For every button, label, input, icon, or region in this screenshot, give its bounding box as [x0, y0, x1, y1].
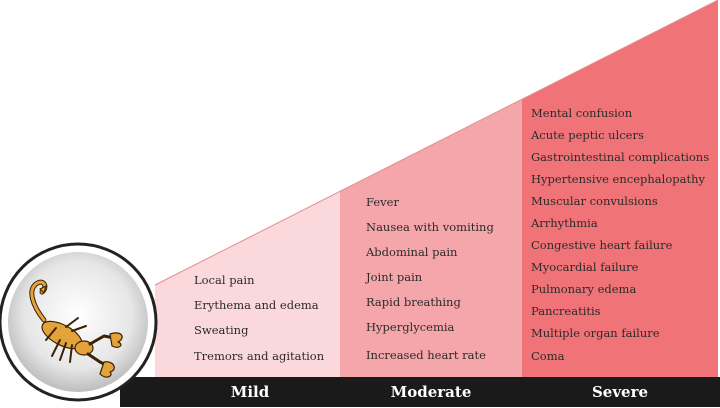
symptom-item: Hyperglycemia — [366, 320, 455, 334]
symptom-item: Abdominal pain — [366, 245, 458, 259]
scorpion-badge — [0, 242, 158, 402]
symptom-item: Myocardial failure — [531, 260, 639, 274]
symptom-item: Pancreatitis — [531, 304, 601, 318]
symptom-item: Tremors and agitation — [194, 349, 325, 363]
symptom-item: Congestive heart failure — [531, 238, 673, 252]
level-label-mild: Mild — [231, 383, 270, 401]
symptom-item: Joint pain — [366, 270, 423, 284]
symptom-item: Nausea with vomiting — [366, 220, 494, 234]
symptom-item: Acute peptic ulcers — [531, 128, 644, 142]
level-label-severe: Severe — [592, 383, 648, 401]
scorpion-icon — [29, 279, 123, 378]
symptom-item: Arrhythmia — [531, 216, 598, 230]
mild-symptom-list: Local pain Erythema and edema Sweating T… — [194, 273, 339, 370]
symptom-item: Local pain — [194, 273, 255, 287]
moderate-symptom-list: Fever Nausea with vomiting Abdominal pai… — [366, 195, 516, 367]
symptom-item: Pulmonary edema — [531, 282, 637, 296]
symptom-item: Sweating — [194, 323, 249, 337]
severe-symptom-list: Mental confusion Acute peptic ulcers Gas… — [531, 106, 718, 370]
symptom-item: Hypertensive encephalopathy — [531, 172, 705, 186]
symptom-item: Muscular convulsions — [531, 194, 658, 208]
severity-bar — [120, 377, 720, 407]
symptom-item: Multiple organ failure — [531, 326, 660, 340]
symptom-item: Mental confusion — [531, 106, 633, 120]
symptom-item: Rapid breathing — [366, 295, 461, 309]
level-label-moderate: Moderate — [391, 383, 472, 401]
symptom-item: Fever — [366, 195, 399, 209]
symptom-item: Increased heart rate — [366, 348, 486, 362]
symptom-item: Gastrointestinal complications — [531, 150, 710, 164]
symptom-item: Coma — [531, 349, 565, 363]
symptom-item: Erythema and edema — [194, 298, 319, 312]
